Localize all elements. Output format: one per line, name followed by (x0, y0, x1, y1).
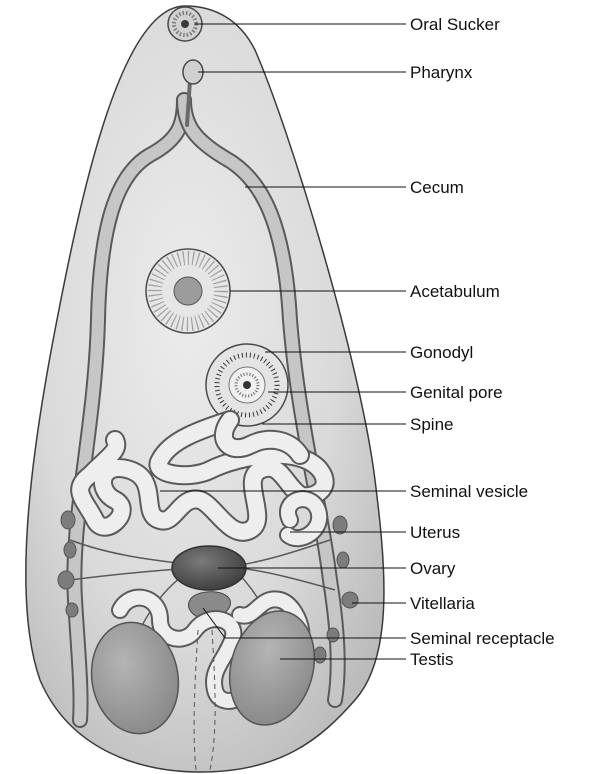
label-cecum: Cecum (410, 178, 464, 197)
label-genital-pore: Genital pore (410, 383, 503, 402)
label-ovary: Ovary (410, 559, 456, 578)
label-oral-sucker: Oral Sucker (410, 15, 500, 34)
label-testis: Testis (410, 650, 453, 669)
label-pharynx: Pharynx (410, 63, 473, 82)
label-seminal-vesicle: Seminal vesicle (410, 482, 528, 501)
label-vitellaria: Vitellaria (410, 594, 475, 613)
label-spine: Spine (410, 415, 453, 434)
genital-pore (243, 381, 251, 389)
acetabulum (146, 249, 230, 333)
label-gonodyl: Gonodyl (410, 343, 473, 362)
labels: Oral Sucker Pharynx Cecum Acetabulum Gon… (410, 15, 555, 669)
label-acetabulum: Acetabulum (410, 282, 500, 301)
label-seminal-receptacle: Seminal receptacle (410, 629, 555, 648)
label-uterus: Uterus (410, 523, 460, 542)
